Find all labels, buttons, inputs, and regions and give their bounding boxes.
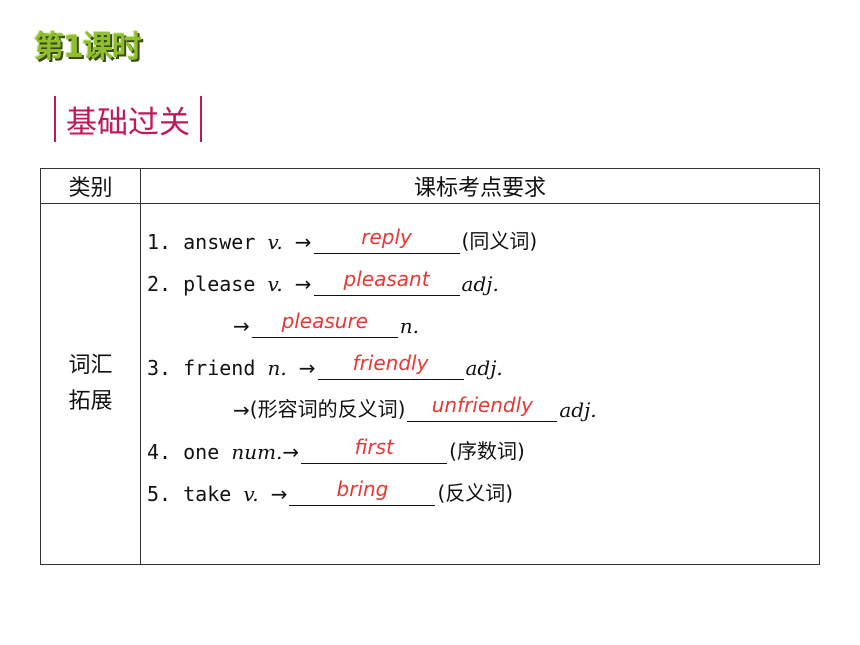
item-5: 5. take v. → bring (反义词) <box>147 474 513 506</box>
item-number: 5. <box>147 482 172 506</box>
answer-blank: friendly <box>317 351 464 380</box>
item-word: one <box>183 440 220 464</box>
answer-blank: bring <box>289 477 436 506</box>
arrow-icon: → <box>294 230 312 254</box>
item-note: (同义词) <box>461 229 538 253</box>
item-pos: num. <box>231 440 283 464</box>
item-3-sub: →(形容词的反义词) unfriendly adj. <box>233 390 597 422</box>
section-heading: 基础过关 <box>54 94 202 144</box>
table-row: 词汇拓展 1. answer v. → reply (同义词) 2. please… <box>40 203 820 565</box>
item-note: adj. <box>465 356 503 380</box>
category-cell: 词汇拓展 <box>40 203 141 565</box>
requirement-cell: 1. answer v. → reply (同义词) 2. please v. →… <box>140 203 820 565</box>
item-1: 1. answer v. → reply (同义词) <box>147 222 537 254</box>
answer-text: bring <box>336 477 389 501</box>
table-header-row: 类别 课标考点要求 <box>40 168 820 204</box>
answer-blank: unfriendly <box>407 393 558 422</box>
answer-text: pleasure <box>281 309 368 333</box>
header-requirement: 课标考点要求 <box>140 168 820 204</box>
heading-left-bar <box>54 96 56 142</box>
item-pos: n. <box>267 356 287 380</box>
item-note: n. <box>399 314 420 338</box>
item-note: (反义词) <box>437 481 514 505</box>
item-prefix: (形容词的反义词) <box>249 397 406 421</box>
item-number: 2. <box>147 272 172 296</box>
item-number: 4. <box>147 440 172 464</box>
item-word: please <box>183 272 256 296</box>
item-pos: v. <box>267 272 283 296</box>
heading-right-bar <box>200 96 202 142</box>
arrow-icon: → <box>233 314 250 338</box>
item-number: 1. <box>147 230 172 254</box>
item-note: (序数词) <box>449 439 525 463</box>
item-note: adj. <box>559 398 597 422</box>
answer-blank: first <box>301 435 448 464</box>
answer-text: first <box>354 435 394 459</box>
arrow-icon: → <box>233 398 250 422</box>
header-category: 类别 <box>40 168 141 204</box>
answer-text: reply <box>361 225 412 249</box>
lesson-title: 第1课时 <box>34 30 142 65</box>
arrow-icon: → <box>298 356 316 380</box>
item-2-sub: → pleasure n. <box>233 306 419 338</box>
item-word: answer <box>183 230 256 254</box>
item-number: 3. <box>147 356 172 380</box>
answer-text: friendly <box>352 351 429 375</box>
vocabulary-table: 类别 课标考点要求 词汇拓展 1. answer v. → reply (同义词)… <box>40 168 820 565</box>
arrow-icon: → <box>270 482 288 506</box>
item-3: 3. friend n. → friendly adj. <box>147 348 503 380</box>
item-word: friend <box>183 356 256 380</box>
section-heading-text: 基础过关 <box>66 104 190 141</box>
answer-text: unfriendly <box>431 393 533 417</box>
arrow-icon: → <box>282 440 300 464</box>
item-word: take <box>183 482 232 506</box>
item-4: 4. one num.→ first (序数词) <box>147 432 525 464</box>
item-pos: v. <box>267 230 283 254</box>
item-note: adj. <box>461 272 499 296</box>
answer-blank: pleasant <box>313 267 460 296</box>
item-2: 2. please v. → pleasant adj. <box>147 264 499 296</box>
answer-blank: reply <box>313 225 460 254</box>
arrow-icon: → <box>294 272 312 296</box>
answer-blank: pleasure <box>251 309 398 338</box>
item-pos: v. <box>243 482 259 506</box>
answer-text: pleasant <box>343 267 430 291</box>
category-text: 词汇拓展 <box>68 353 113 414</box>
